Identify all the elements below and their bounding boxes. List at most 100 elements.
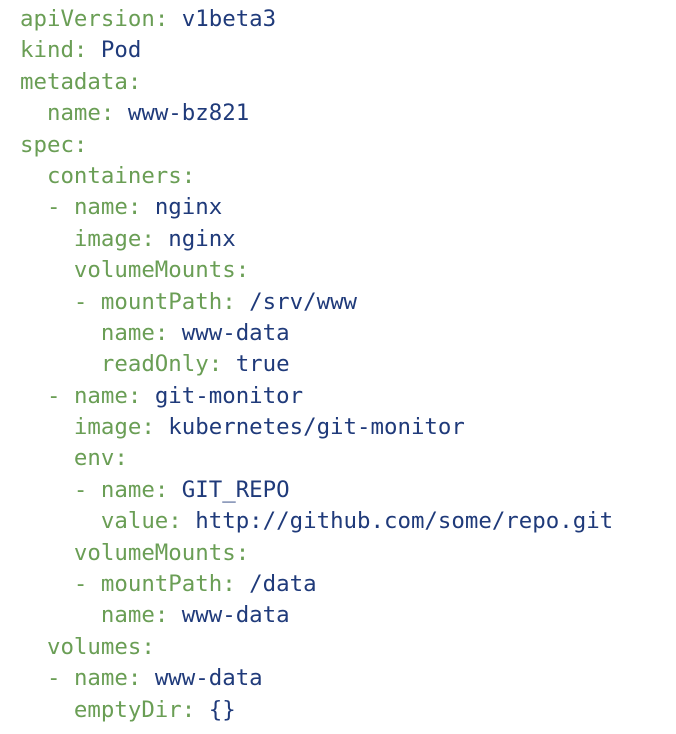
key-colon: : xyxy=(168,508,182,535)
line-indent xyxy=(20,289,74,315)
yaml-key: containers xyxy=(46,162,182,189)
line-indent xyxy=(20,414,74,440)
list-dash: - xyxy=(46,194,74,221)
yaml-value: Pod xyxy=(87,37,142,64)
yaml-value: /srv/www xyxy=(235,288,358,315)
line-indent xyxy=(20,194,47,220)
key-colon: : xyxy=(73,131,88,158)
line-indent xyxy=(20,540,74,566)
line-indent xyxy=(20,697,74,723)
line-indent xyxy=(20,257,74,283)
key-colon: : xyxy=(141,225,155,252)
yaml-key: name xyxy=(73,194,128,221)
yaml-value: www-data xyxy=(141,665,263,692)
yaml-line: value: http://github.com/some/repo.git xyxy=(20,506,676,537)
yaml-value: v1beta3 xyxy=(168,6,277,32)
yaml-line: - mountPath: /srv/www xyxy=(20,287,676,318)
key-colon: : xyxy=(181,162,196,189)
yaml-line: name: www-data xyxy=(20,600,676,631)
yaml-line: readOnly: true xyxy=(20,349,676,380)
yaml-line: image: nginx xyxy=(20,224,676,255)
line-indent xyxy=(20,351,101,377)
yaml-value: git-monitor xyxy=(141,382,304,409)
yaml-line: kind: Pod xyxy=(20,35,676,66)
yaml-key: emptyDir xyxy=(73,696,182,723)
key-colon: : xyxy=(154,602,169,629)
yaml-line: - mountPath: /data xyxy=(20,569,676,600)
key-colon: : xyxy=(154,476,169,503)
line-indent xyxy=(20,226,74,252)
key-colon: : xyxy=(114,445,128,472)
yaml-value: http://github.com/some/repo.git xyxy=(181,508,614,535)
line-indent xyxy=(20,163,47,189)
key-colon: : xyxy=(181,696,196,723)
line-indent xyxy=(20,477,74,503)
key-colon: : xyxy=(127,382,142,409)
line-indent xyxy=(20,445,74,471)
list-dash: - xyxy=(46,665,74,692)
key-colon: : xyxy=(141,414,155,441)
yaml-line: image: kubernetes/git-monitor xyxy=(20,412,676,443)
key-colon: : xyxy=(127,68,142,95)
line-indent xyxy=(20,320,101,346)
key-colon: : xyxy=(127,665,142,692)
yaml-value: www-bz821 xyxy=(114,100,250,127)
key-colon: : xyxy=(235,257,250,284)
yaml-key: spec xyxy=(20,131,74,158)
yaml-key: name xyxy=(73,665,128,692)
yaml-key: volumes xyxy=(46,633,142,660)
yaml-line: emptyDir: {} xyxy=(20,695,676,726)
yaml-value: www-data xyxy=(168,319,290,346)
key-colon: : xyxy=(222,571,236,598)
yaml-value: /data xyxy=(235,571,317,598)
yaml-value: www-data xyxy=(168,602,290,629)
key-colon: : xyxy=(73,37,88,64)
yaml-key: name xyxy=(100,476,155,503)
yaml-value: {} xyxy=(195,696,236,723)
yaml-line: - name: www-data xyxy=(20,663,676,694)
yaml-line: - name: GIT_REPO xyxy=(20,475,676,506)
line-indent xyxy=(20,100,47,126)
line-indent xyxy=(20,383,47,409)
key-colon: : xyxy=(222,288,236,315)
line-indent xyxy=(20,571,74,597)
list-dash: - xyxy=(73,288,101,315)
yaml-line: - name: nginx xyxy=(20,192,676,223)
yaml-key: mountPath xyxy=(100,571,223,598)
yaml-key: env xyxy=(73,445,115,472)
yaml-key: volumeMounts xyxy=(73,539,236,566)
key-colon: : xyxy=(208,351,223,378)
list-dash: - xyxy=(73,571,101,598)
yaml-key: apiVersion xyxy=(20,6,155,32)
list-dash: - xyxy=(46,382,74,409)
list-dash: - xyxy=(73,476,101,503)
line-indent xyxy=(20,602,101,628)
yaml-key: kind xyxy=(20,37,74,64)
line-indent xyxy=(20,634,47,660)
yaml-key: name xyxy=(100,319,155,346)
yaml-line: volumeMounts: xyxy=(20,538,676,569)
yaml-value: kubernetes/git-monitor xyxy=(154,414,465,441)
yaml-line: containers: xyxy=(20,161,676,192)
yaml-key: value xyxy=(100,508,169,535)
yaml-key: name xyxy=(100,602,155,629)
key-colon: : xyxy=(100,100,115,127)
yaml-line: name: www-bz821 xyxy=(20,98,676,129)
key-colon: : xyxy=(127,194,142,221)
yaml-value: GIT_REPO xyxy=(168,476,290,503)
yaml-line: name: www-data xyxy=(20,318,676,349)
yaml-key: metadata xyxy=(20,68,128,95)
yaml-line: apiVersion: v1beta3 xyxy=(20,4,676,35)
yaml-value: nginx xyxy=(154,225,236,252)
yaml-key: image xyxy=(73,414,142,441)
yaml-line: metadata: xyxy=(20,67,676,98)
yaml-key: readOnly xyxy=(100,351,209,378)
key-colon: : xyxy=(235,539,250,566)
key-colon: : xyxy=(141,633,155,660)
line-indent xyxy=(20,508,101,534)
yaml-value: true xyxy=(222,351,290,378)
yaml-line: spec: xyxy=(20,130,676,161)
yaml-value: nginx xyxy=(141,194,223,221)
yaml-key: volumeMounts xyxy=(73,257,236,284)
